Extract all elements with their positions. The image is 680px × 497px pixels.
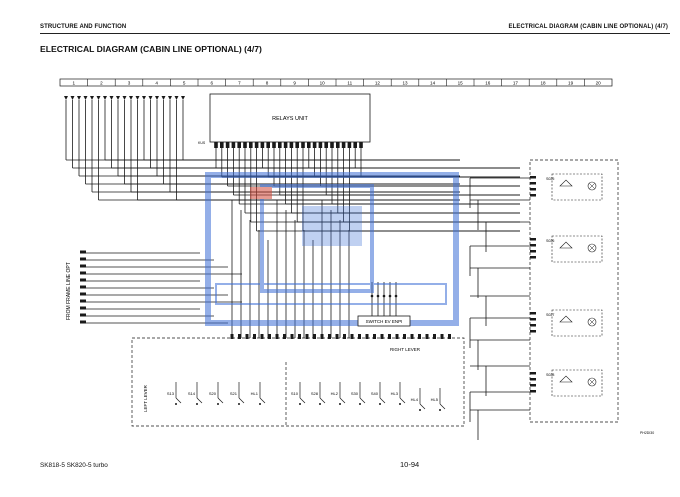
switch-label: S14 [188,391,196,396]
footer-page-number: 10-94 [400,460,420,469]
grid-column-label: 4 [155,80,158,85]
relay-pins: KUS [198,141,363,148]
left-lever-label: LEFT LEVER [143,384,148,412]
switch-label: HL5 [431,397,439,402]
grid-column-label: 14 [430,80,436,85]
connector-pin [80,285,86,289]
header-right: ELECTRICAL DIAGRAM (CABIN LINE OPTIONAL)… [508,24,668,30]
grid-column-label: 17 [513,80,519,85]
grid-column-label: 3 [128,80,131,85]
switch-label: S20 [209,391,217,396]
switch-label: S13 [167,391,175,396]
grid-column-label: 12 [375,80,381,85]
solenoid-label: S028 [546,373,554,377]
connector-pin [80,271,86,275]
figure-code: PH2DI30 [640,431,654,435]
solenoid-label: S025 [546,177,554,181]
relays-unit-label: RELAYS UNIT [272,116,308,122]
grid-column-label: 8 [266,80,269,85]
solenoid-label: S026 [546,239,554,243]
grid-column-label: 16 [485,80,491,85]
header-rule [40,33,670,34]
connector-pin [80,264,86,268]
from-frame-label: FROM FRAME LINE OPT [66,262,72,320]
switch-label: HL1 [251,391,259,396]
grid-column-label: 19 [568,80,574,85]
solenoid-label: S027 [546,313,554,317]
grid-column-label: 10 [320,80,326,85]
grid-column-label: 20 [596,80,602,85]
switch-box-label: SWITCH EV ENPI [366,319,403,324]
switch-label: S30 [351,391,359,396]
connector-pin [80,306,86,310]
switch-label: HL4 [411,397,419,402]
switch-label: S21 [230,391,238,396]
switch-box [357,315,411,327]
header-left: STRUCTURE AND FUNCTION [40,24,127,30]
grid-column-label: 15 [458,80,464,85]
svg-text:KUS: KUS [198,141,206,145]
connector-pin [80,250,86,254]
switch-box-pins [370,294,398,298]
switch-label: S10 [291,391,299,396]
grid-column-label: 9 [293,80,296,85]
grid-column-label: 7 [238,80,241,85]
grid-column-label: 5 [183,80,186,85]
grid-column-label: 11 [347,80,352,85]
connector-pin [80,313,86,317]
grid-column-label: 2 [100,80,103,85]
relays-unit-box [209,93,371,143]
grid-column-label: 6 [211,80,214,85]
connector-pin [80,257,86,261]
switch-label: HL2 [331,391,339,396]
switch-label: HL3 [391,391,399,396]
footer-model: SK818-5 SK820-5 turbo [40,462,108,469]
switch-label: S28 [311,391,319,396]
grid-column-label: 13 [402,80,408,85]
right-lever-label: RIGHT LEVER [390,347,421,352]
solenoid-panel [529,159,619,423]
connector-pin [80,299,86,303]
connector-pin [80,320,86,324]
grid-column-label: 1 [73,80,76,85]
switch-label: S40 [371,391,379,396]
grid-column-label: 18 [540,80,546,85]
wires [64,96,530,440]
watermark-logo [205,172,459,326]
page-title: ELECTRICAL DIAGRAM (CABIN LINE OPTIONAL)… [40,44,262,54]
frame-connector-pins [80,250,86,324]
connector-pin [80,292,86,296]
connector-pin [80,278,86,282]
